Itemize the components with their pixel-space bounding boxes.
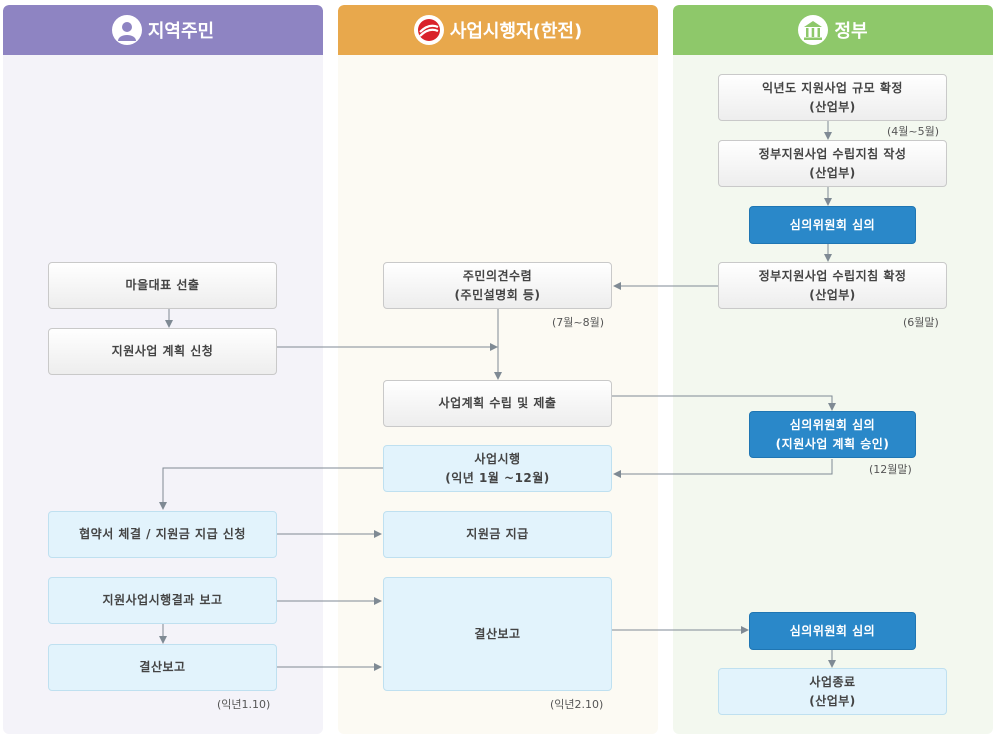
box-business-execution: 사업시행 (익년 1월 ~12월): [383, 445, 612, 492]
lane-operator-header: 사업시행자(한전): [338, 5, 658, 55]
box-label-line1: 정부지원사업 수립지침 작성: [758, 146, 907, 161]
box-settlement-report-operator: 결산보고: [383, 577, 612, 691]
box-label: 사업계획 수립 및 제출: [438, 396, 557, 410]
box-label: 결산보고: [139, 660, 186, 674]
box-label-line2: (주민설명회 등): [454, 287, 541, 302]
note-gov-scale-period: (4월~5월): [887, 125, 940, 138]
box-confirm-support-guideline: 정부지원사업 수립지침 확정 (산업부): [718, 262, 947, 309]
box-label: 지원사업시행결과 보고: [102, 593, 223, 607]
box-label-line2: (산업부): [809, 287, 856, 302]
box-label: 심의위원회 심의: [789, 623, 876, 638]
note-gov-guideline-date: (6월말): [903, 316, 939, 329]
lane-residents-header: 지역주민: [3, 5, 323, 55]
box-label-line1: 주민의견수렴: [462, 268, 533, 283]
note-operator-settlement-date: (익년2.10): [550, 698, 604, 711]
lane-government-header: 정부: [673, 5, 993, 55]
box-apply-support-plan: 지원사업 계획 신청: [48, 328, 277, 375]
box-label-line2: (익년 1월 ~12월): [445, 470, 550, 485]
box-label-line2: (산업부): [809, 693, 856, 708]
note-operator-opinion-period: (7월~8월): [552, 316, 605, 329]
box-collect-resident-opinion: 주민의견수렴 (주민설명회 등): [383, 262, 612, 309]
box-draft-support-guideline: 정부지원사업 수립지침 작성 (산업부): [718, 140, 947, 187]
box-label: 지원사업 계획 신청: [111, 344, 214, 358]
lane-government-title: 정부: [834, 21, 868, 42]
lane-operator-title: 사업시행자(한전): [449, 21, 583, 42]
box-label-line1: 심의위원회 심의: [789, 417, 876, 432]
box-confirm-next-year-scale: 익년도 지원사업 규모 확정 (산업부): [718, 74, 947, 121]
arrow-op3-to-res3: [159, 467, 383, 510]
box-agreement-and-grant-request: 협약서 체결 / 지원금 지급 신청: [48, 511, 277, 558]
box-committee-review-approval: 심의위원회 심의 (지원사업 계획 승인): [749, 411, 916, 458]
box-settlement-report-residents: 결산보고: [48, 644, 277, 691]
lane-residents-title: 지역주민: [147, 21, 215, 42]
box-committee-review-1: 심의위원회 심의: [749, 206, 916, 244]
box-label: 마을대표 선출: [125, 278, 200, 292]
arrow-gov5-to-op3: [613, 459, 833, 478]
box-select-village-representative: 마을대표 선출: [48, 262, 277, 309]
box-label-line2: (지원사업 계획 승인): [775, 436, 890, 451]
note-residents-settlement-date: (익년1.10): [217, 698, 271, 711]
government-building-icon: [798, 15, 829, 45]
box-committee-review-final: 심의위원회 심의: [749, 612, 916, 650]
box-label: 협약서 체결 / 지원금 지급 신청: [79, 527, 246, 541]
box-label: 결산보고: [474, 626, 521, 641]
box-label: 지원금 지급: [466, 527, 529, 541]
box-label-line1: 익년도 지원사업 규모 확정: [762, 80, 903, 95]
person-icon: [111, 15, 142, 45]
box-label-line1: 사업시행: [474, 451, 521, 466]
box-business-plan-submission: 사업계획 수립 및 제출: [383, 380, 612, 427]
kepco-logo-icon: [413, 15, 444, 45]
box-grant-payment: 지원금 지급: [383, 511, 612, 558]
box-label-line1: 사업종료: [809, 674, 856, 689]
box-label-line1: 정부지원사업 수립지침 확정: [758, 268, 907, 283]
box-business-end: 사업종료 (산업부): [718, 668, 947, 715]
box-label-line2: (산업부): [809, 165, 856, 180]
box-label: 심의위원회 심의: [789, 217, 876, 232]
note-gov-approval-date: (12월말): [869, 463, 912, 476]
arrow-op2-to-gov5: [612, 395, 836, 411]
box-result-report: 지원사업시행결과 보고: [48, 577, 277, 624]
box-label-line2: (산업부): [809, 99, 856, 114]
